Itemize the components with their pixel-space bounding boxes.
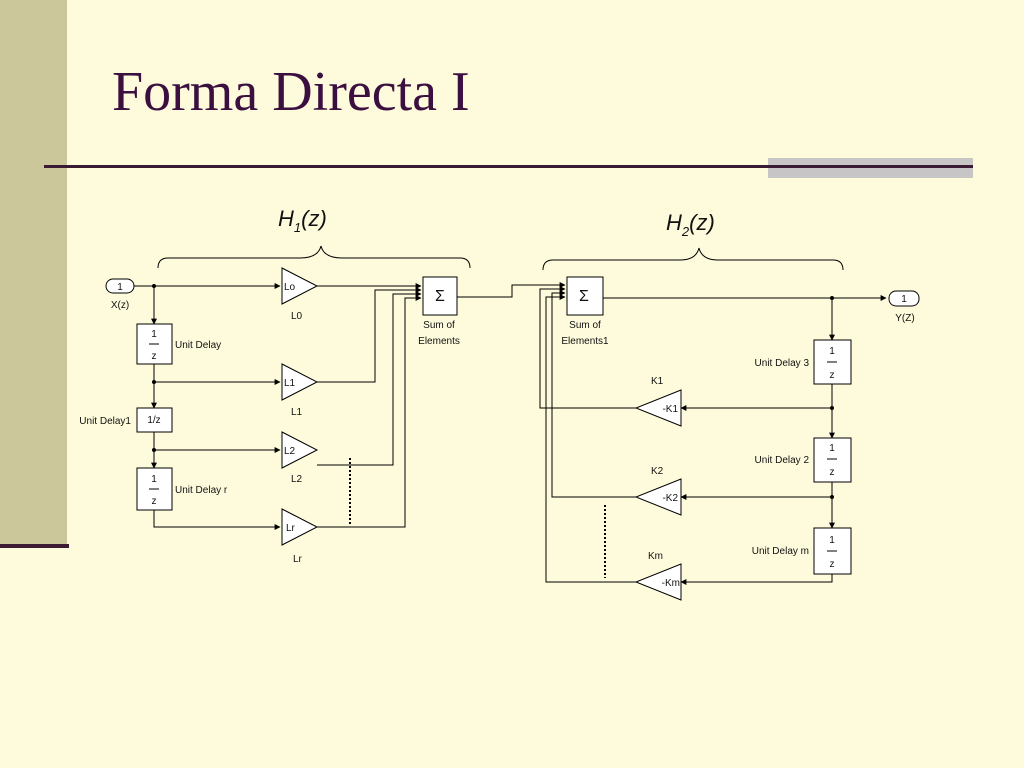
h1-brace-label: H1(z) (278, 206, 327, 235)
gain-k2-triangle[interactable] (634, 478, 682, 516)
sum-of-elements1-label-2: Elements1 (561, 336, 609, 347)
unit-delay-m-den: z (830, 559, 835, 570)
gain-l1-inner: L1 (284, 378, 296, 389)
gain-km-label: Km (648, 551, 663, 562)
unit-delay-2-num: 1 (829, 443, 835, 454)
gain-lr-label: Lr (293, 554, 303, 565)
unit-delay-2-den: z (830, 467, 835, 478)
left-accent-bar (0, 0, 67, 545)
output-port-y[interactable] (888, 290, 920, 307)
gain-k1-triangle[interactable] (634, 389, 682, 427)
gain-l2-label: L2 (291, 474, 303, 485)
unit-delay-r-label: Unit Delay r (175, 485, 228, 496)
gain-k2-label: K2 (651, 466, 664, 477)
unit-delay-m-label: Unit Delay m (752, 546, 809, 557)
unit-delay-3-num: 1 (829, 346, 835, 357)
gain-l2-triangle[interactable] (281, 431, 319, 469)
gain-k2-inner: -K2 (662, 493, 678, 504)
gain-l0-label: L0 (291, 311, 303, 322)
unit-delay-3-label: Unit Delay 3 (755, 358, 810, 369)
gain-l2-inner: L2 (284, 446, 296, 457)
unit-delay-den: z (152, 351, 157, 362)
gain-lr-triangle[interactable] (281, 508, 319, 546)
unit-delay1-text: 1/z (147, 415, 160, 426)
gain-k1-inner: -K1 (662, 404, 678, 415)
sum-of-elements-label-1: Sum of (423, 320, 455, 331)
h1-wires (134, 282, 566, 530)
unit-delay-r-num: 1 (151, 474, 157, 485)
sum1-symbol-icon: Σ (579, 288, 589, 305)
unit-delay-3-den: z (830, 370, 835, 381)
unit-delay1-label: Unit Delay1 (79, 416, 131, 427)
sum-of-elements-label-2: Elements (418, 336, 460, 347)
title-rule-gray-block (768, 158, 973, 178)
unit-delay-2-label: Unit Delay 2 (755, 455, 810, 466)
h2-brace-label: H2(z) (666, 210, 715, 239)
sum-of-elements-block[interactable] (422, 276, 458, 316)
gain-l0-inner: Lo (284, 282, 296, 293)
input-port-number: 1 (117, 282, 123, 293)
sum-of-elements1-block[interactable] (566, 276, 604, 316)
gain-k1-label: K1 (651, 376, 664, 387)
gain-l0-triangle[interactable] (281, 267, 319, 305)
gain-km-triangle[interactable] (634, 563, 682, 601)
h2-wires (539, 286, 887, 585)
gain-l1-triangle[interactable] (281, 363, 319, 401)
slide-title: Forma Directa I (112, 61, 470, 123)
gain-l1-label: L1 (291, 407, 303, 418)
output-port-label: Y(Z) (895, 313, 914, 324)
h1-brace (157, 245, 471, 269)
unit-delay1-block[interactable] (136, 407, 173, 433)
sum-symbol-icon: Σ (435, 288, 445, 305)
gain-km-inner: -Km (662, 578, 680, 589)
unit-delay-num: 1 (151, 329, 157, 340)
h2-brace (542, 247, 844, 271)
input-port-label: X(z) (111, 300, 129, 311)
unit-delay-label: Unit Delay (175, 340, 221, 351)
unit-delay-r-den: z (152, 496, 157, 507)
title-rule-overlay (768, 165, 973, 168)
sum-of-elements1-label-1: Sum of (569, 320, 601, 331)
left-accent-underline (0, 544, 69, 548)
title-rule (44, 165, 973, 168)
unit-delay-2-block[interactable] (813, 437, 852, 483)
gain-lr-inner: Lr (286, 523, 296, 534)
junction-dots (152, 284, 834, 499)
unit-delay-m-num: 1 (829, 535, 835, 546)
output-port-number: 1 (901, 294, 907, 305)
